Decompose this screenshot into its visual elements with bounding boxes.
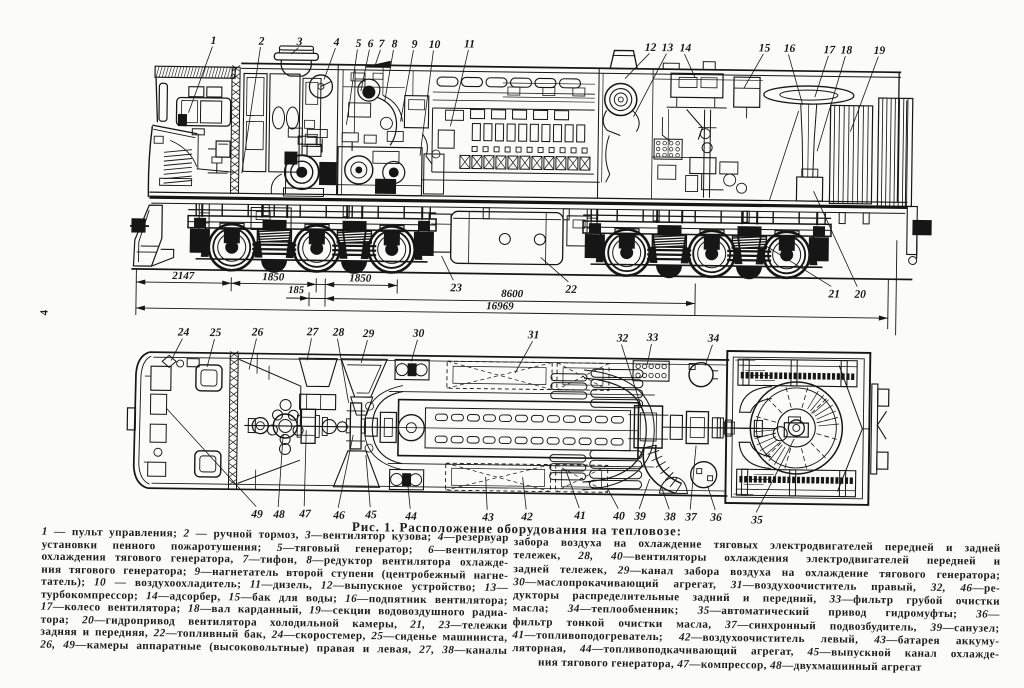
svg-text:32: 32 (616, 332, 629, 344)
svg-text:19: 19 (874, 45, 886, 57)
svg-text:39: 39 (633, 511, 646, 523)
svg-text:30: 30 (412, 328, 425, 340)
svg-text:31: 31 (527, 329, 540, 341)
svg-text:29: 29 (362, 328, 375, 340)
svg-text:3: 3 (296, 36, 303, 48)
svg-text:22: 22 (564, 284, 577, 296)
svg-text:48: 48 (272, 509, 285, 521)
svg-text:1850: 1850 (349, 272, 372, 284)
svg-text:14: 14 (680, 42, 692, 54)
svg-text:1: 1 (211, 35, 217, 47)
svg-text:8: 8 (392, 38, 398, 50)
svg-text:13: 13 (662, 42, 674, 54)
svg-text:46: 46 (332, 510, 345, 522)
svg-text:6: 6 (368, 38, 374, 50)
svg-text:47: 47 (298, 508, 312, 520)
svg-text:2: 2 (258, 36, 265, 48)
svg-text:16969: 16969 (486, 300, 514, 312)
svg-text:45: 45 (364, 509, 377, 521)
svg-text:21: 21 (827, 288, 840, 300)
svg-text:1850: 1850 (262, 271, 285, 283)
svg-text:36: 36 (709, 512, 722, 524)
svg-text:26: 26 (251, 327, 264, 339)
svg-text:11: 11 (464, 38, 475, 50)
svg-text:35: 35 (750, 514, 763, 526)
svg-text:16: 16 (784, 43, 796, 55)
svg-text:28: 28 (332, 327, 345, 339)
svg-text:4: 4 (333, 37, 340, 49)
svg-text:49: 49 (250, 509, 263, 521)
svg-text:15: 15 (759, 42, 771, 54)
svg-text:20: 20 (853, 289, 866, 301)
svg-text:10: 10 (429, 39, 441, 51)
svg-text:25: 25 (209, 327, 222, 339)
svg-text:7: 7 (379, 38, 386, 50)
svg-text:5: 5 (356, 38, 362, 50)
svg-text:8600: 8600 (501, 288, 524, 300)
svg-text:37: 37 (684, 511, 698, 523)
svg-text:40: 40 (612, 510, 625, 522)
svg-text:43: 43 (481, 512, 494, 524)
svg-text:27: 27 (306, 326, 320, 338)
svg-text:24: 24 (177, 327, 190, 339)
svg-text:9: 9 (412, 39, 418, 51)
svg-text:185: 185 (288, 285, 304, 296)
svg-text:18: 18 (841, 45, 853, 57)
svg-text:34: 34 (707, 333, 720, 345)
svg-text:17: 17 (824, 44, 837, 56)
svg-text:23: 23 (449, 282, 462, 294)
svg-text:12: 12 (645, 42, 657, 54)
svg-text:33: 33 (646, 332, 659, 344)
svg-text:2147: 2147 (171, 270, 195, 282)
svg-text:44: 44 (404, 511, 417, 523)
svg-text:38: 38 (663, 511, 676, 523)
svg-text:42: 42 (520, 511, 533, 523)
svg-text:41: 41 (573, 510, 586, 522)
